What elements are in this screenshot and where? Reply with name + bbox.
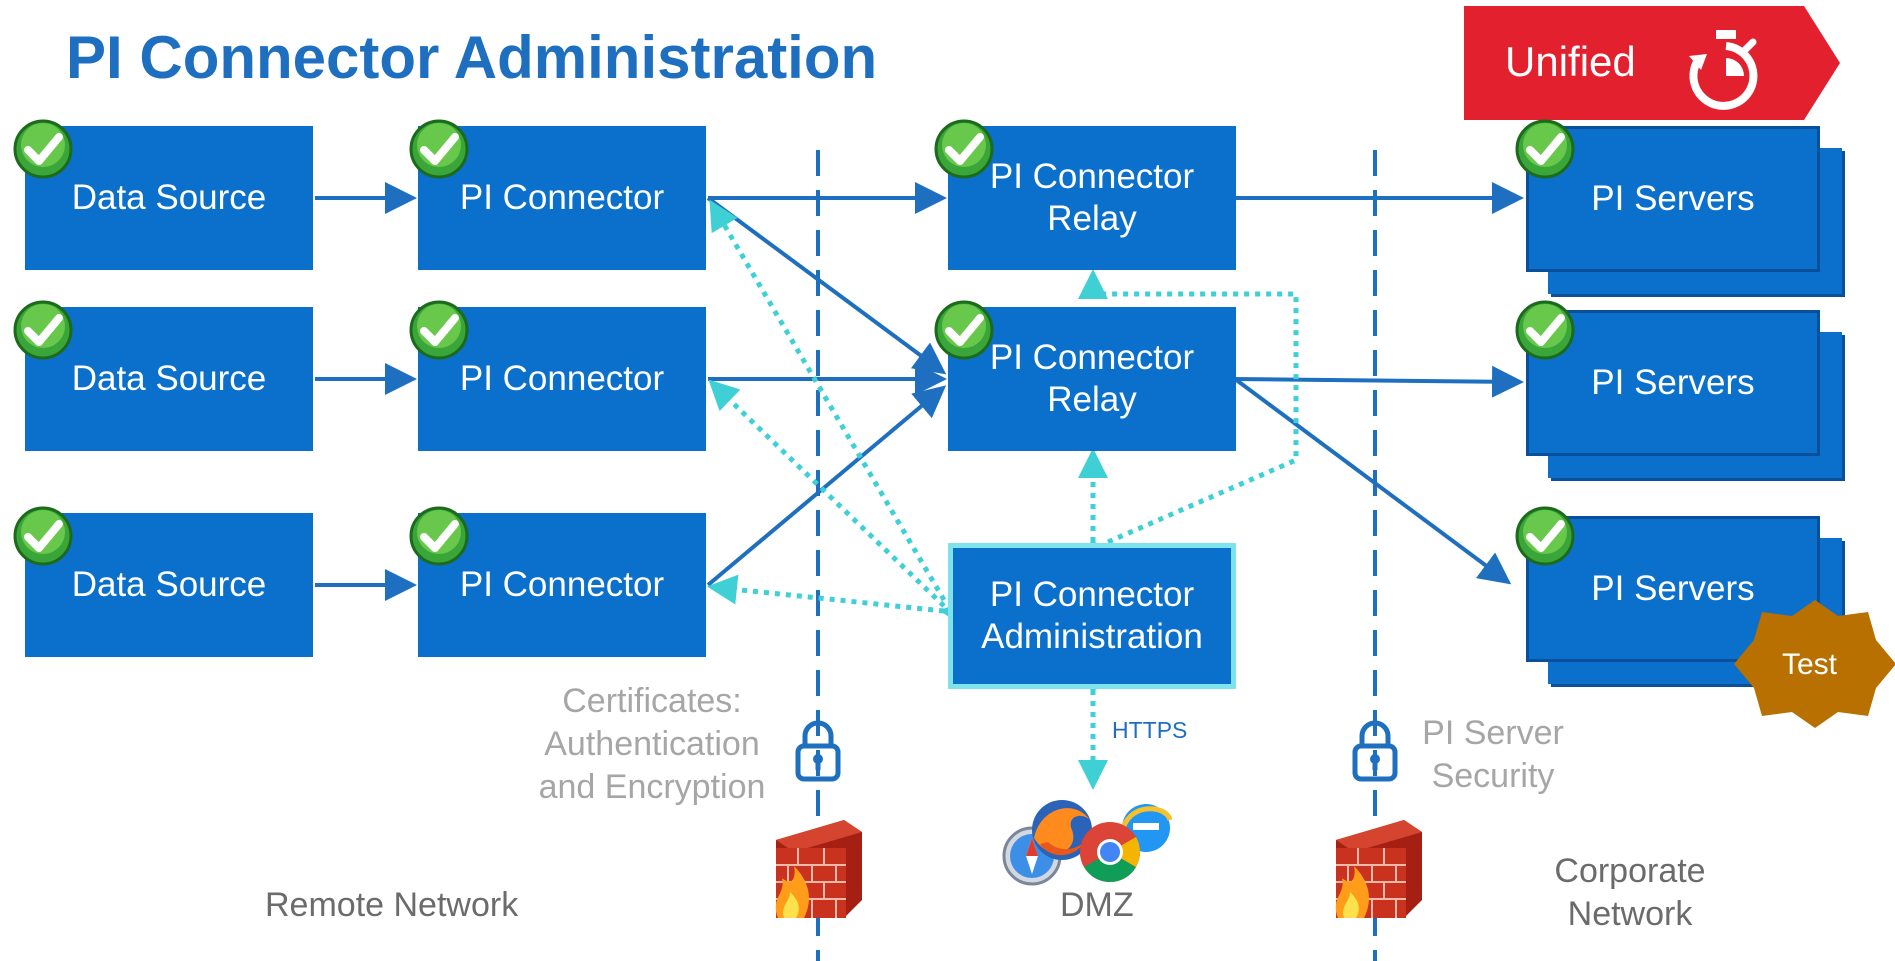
badge-label: Test: [1782, 648, 1838, 681]
dotted-admin-relay1: [1078, 269, 1299, 545]
dotted-admin-conn1: [709, 199, 947, 602]
page-title: PI Connector Administration: [66, 24, 878, 91]
pi-servers-box-2: PI Servers: [1526, 310, 1820, 456]
https-label: HTTPS: [1112, 717, 1188, 743]
stopwatch-icon: [1689, 30, 1758, 110]
data-source-box-1: Data Source: [25, 126, 313, 270]
check-icon: [933, 299, 995, 361]
chrome-icon: [1079, 822, 1141, 883]
check-icon: [12, 118, 74, 180]
check-icon: [12, 505, 74, 567]
arrow-conn3-relay2: [706, 385, 947, 587]
remote-network-label: Remote Network: [265, 886, 519, 924]
check-icon: [408, 299, 470, 361]
check-icon: [1514, 118, 1576, 180]
firefox-icon: [1032, 800, 1092, 860]
check-icon: [408, 505, 470, 567]
dotted-admin-conn3: [707, 574, 971, 629]
relay-box-2: PI Connector Relay: [948, 307, 1236, 451]
arrow-relay2-server3: [1233, 377, 1512, 585]
firewall-icon: [1328, 818, 1424, 920]
check-icon: [1514, 299, 1576, 361]
check-icon: [1514, 505, 1576, 567]
dmz-label: DMZ: [1060, 886, 1134, 924]
arrow-relay2-server2: [1234, 365, 1524, 398]
relay-box-1: PI Connector Relay: [948, 126, 1236, 270]
dotted-admin-conn2: [708, 379, 946, 608]
check-icon: [12, 299, 74, 361]
browser-icons: [1002, 800, 1173, 886]
data-source-box-2: Data Source: [25, 307, 313, 451]
certificates-label: Certificates: Authentication and Encrypt…: [538, 682, 766, 806]
check-icon: [933, 118, 995, 180]
arrow-conn1-relay2: [706, 196, 947, 375]
data-source-box-3: Data Source: [25, 513, 313, 657]
pi-server-security-label: PI Server Security: [1422, 714, 1564, 795]
pi-servers-box-1: PI Servers: [1526, 126, 1820, 272]
lock-icon: [795, 720, 841, 782]
check-icon: [408, 118, 470, 180]
admin-box: PI Connector Administration: [948, 543, 1236, 689]
test-badge: [1734, 600, 1895, 728]
banner-label: Unified: [1505, 38, 1636, 85]
corporate-network-label: Corporate Network: [1554, 852, 1706, 933]
lock-icon: [1352, 720, 1398, 782]
firewall-icon: [768, 818, 864, 920]
